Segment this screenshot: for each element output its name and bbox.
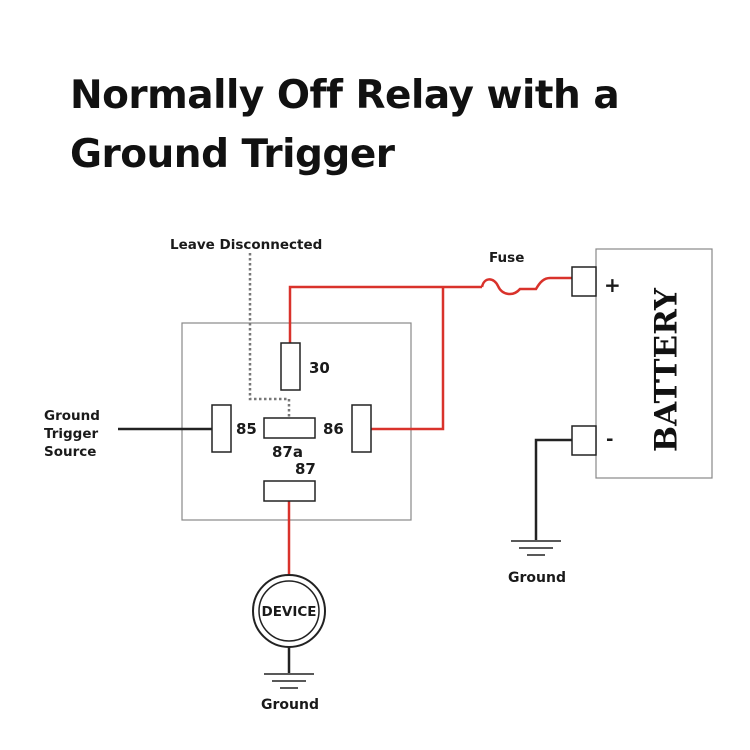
pin-87a (263, 417, 316, 439)
disconnected-dotted-line (248, 253, 291, 418)
leave-disconnected-label: Leave Disconnected (170, 237, 322, 253)
pin-85-label: 85 (236, 420, 257, 438)
pin-30 (280, 342, 301, 391)
fuse-symbol (480, 276, 572, 296)
wire-pin30-to-fuse (288, 285, 482, 343)
battery-ground-label: Ground (508, 570, 566, 586)
wire-pin86-to-positive (371, 287, 445, 431)
page-title: Normally Off Relay with a Ground Trigger (70, 73, 620, 177)
pin-86-label: 86 (323, 420, 344, 438)
device-ground-label: Ground (261, 697, 319, 713)
ground-trigger-label-3: Source (44, 444, 96, 460)
device-icon (252, 574, 326, 648)
battery-positive-terminal (571, 266, 597, 297)
pin-87 (263, 480, 316, 502)
pin-87-label: 87 (295, 460, 316, 478)
battery-negative-terminal (571, 425, 597, 456)
pin-30-label: 30 (309, 359, 330, 377)
pin-87a-label: 87a (272, 443, 303, 461)
battery-body (595, 248, 713, 479)
battery-ground-icon (511, 540, 561, 556)
ground-trigger-label-2: Trigger (44, 426, 98, 442)
pin-86 (351, 404, 372, 453)
battery-label: BATTERY (649, 287, 685, 452)
pin-85 (211, 404, 232, 453)
battery-minus-sign: - (606, 429, 613, 450)
device-ground-icon (264, 673, 314, 689)
device-label: DEVICE (261, 604, 316, 620)
fuse-label: Fuse (489, 250, 524, 266)
battery-plus-sign: + (604, 273, 621, 297)
ground-trigger-label-1: Ground (44, 408, 100, 424)
wire-battery-ground (534, 438, 572, 540)
